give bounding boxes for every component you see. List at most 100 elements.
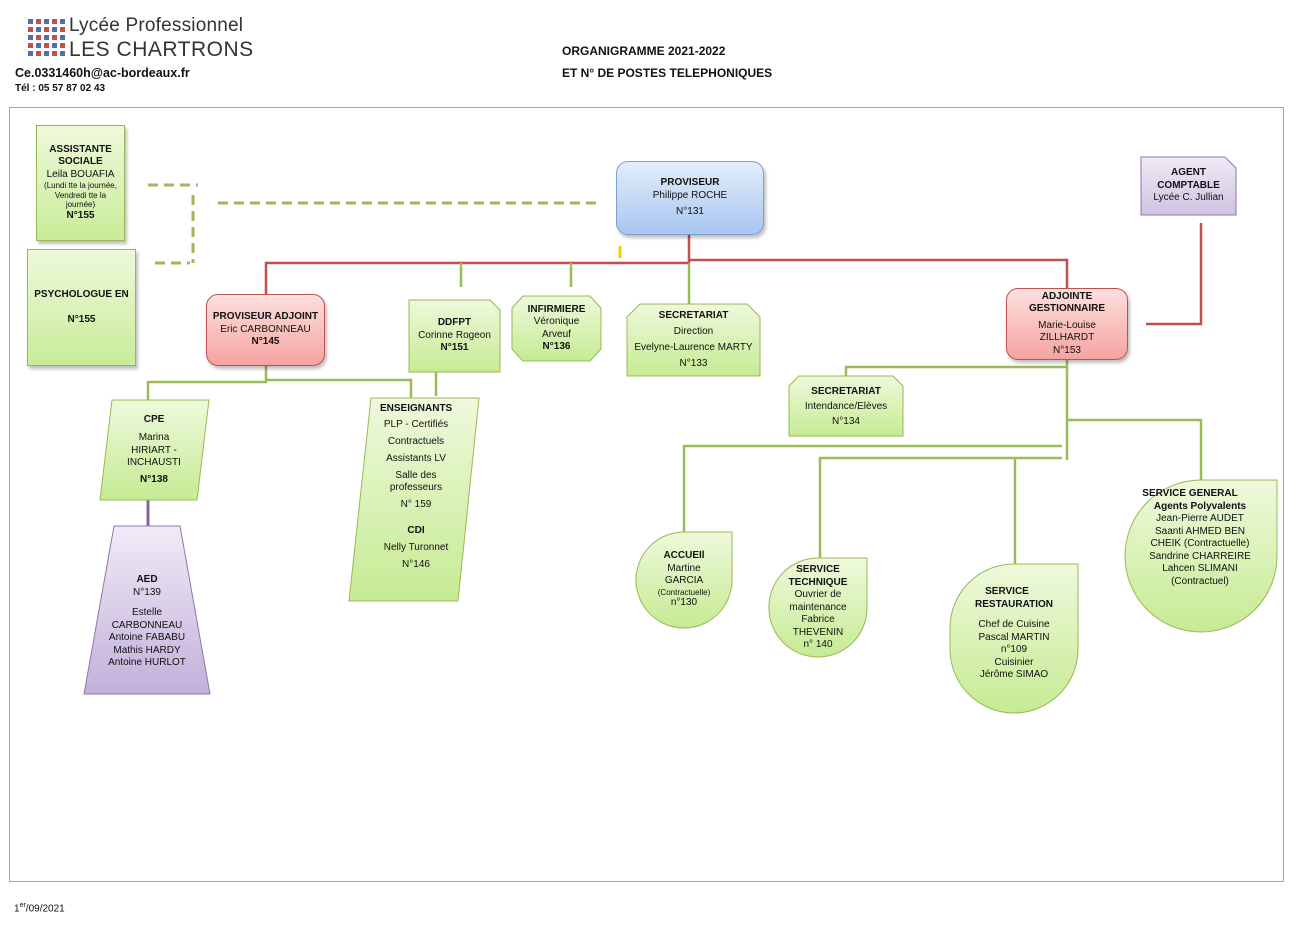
psychologue-title: PSYCHOLOGUE EN xyxy=(34,289,129,300)
aed-n3: Antoine FABABU xyxy=(108,632,186,643)
agent-name: Lycée C. Jullian xyxy=(1153,192,1224,204)
proviseur-name: Philippe ROCHE xyxy=(652,189,728,201)
restauration-phone: n°109 xyxy=(1000,644,1028,655)
node-agent-comptable: AGENT COMPTABLE Lycée C. Jullian xyxy=(1141,157,1236,215)
logo-mark xyxy=(28,19,65,57)
enseignants-l2: Contractuels xyxy=(387,436,445,447)
general-l5: Lahcen SLIMANI xyxy=(1162,563,1238,574)
infirmiere-name2: Arveuf xyxy=(542,328,571,340)
adjointe-title2: GESTIONNAIRE xyxy=(1028,303,1106,315)
infirmiere-name1: Véronique xyxy=(533,316,580,327)
email-address: Ce.0331460h@ac-bordeaux.fr xyxy=(15,66,190,80)
cpe-name3: INCHAUSTI xyxy=(127,457,181,469)
general-l1: Jean-Pierre AUDET xyxy=(1156,513,1244,524)
restauration-l4: Jérôme SIMAO xyxy=(979,669,1049,680)
cpe-shape xyxy=(99,399,210,501)
footer-date: 1er/09/2021 xyxy=(14,902,65,914)
cdi-name: Nelly Turonnet xyxy=(383,542,449,553)
psychologue-phone: N°155 xyxy=(67,313,96,325)
secretariat-shape xyxy=(626,303,761,377)
page-subtitle: ET N° DE POSTES TELEPHONIQUES xyxy=(562,66,773,80)
secretariat-phone: N°133 xyxy=(679,358,708,369)
assistante-note: (Lundi tte la journée, Vendredi tte la j… xyxy=(44,181,117,210)
aed-n2: CARBONNEAU xyxy=(111,619,183,631)
adjoint-phone: N°145 xyxy=(251,336,280,348)
secretariat-int-shape xyxy=(788,375,904,437)
adjointe-phone: N°153 xyxy=(1053,344,1081,356)
accueil-name1: Martine xyxy=(667,562,701,574)
agent-title1: AGENT xyxy=(1171,167,1206,179)
general-sub: Agents Polyvalents xyxy=(1153,500,1247,512)
adjoint-name: Eric CARBONNEAU xyxy=(220,323,311,335)
assistante-name: Leila BOUAFIA xyxy=(46,168,115,180)
technique-shape xyxy=(768,557,868,658)
date-rest: /09/2021 xyxy=(25,903,65,915)
proviseur-title: PROVISEUR xyxy=(660,177,720,189)
technique-l1: Ouvrier de xyxy=(794,589,842,601)
connector-general xyxy=(1067,418,1203,480)
aed-n1: Estelle xyxy=(131,607,162,618)
cdi-phone: N°146 xyxy=(402,559,430,570)
logo-line1: Lycée Professionnel xyxy=(69,15,244,36)
node-aed: AED N°139 Estelle CARBONNEAU Antoine FAB… xyxy=(94,570,200,680)
technique-l2: maintenance xyxy=(789,601,847,613)
connector-technique xyxy=(818,456,1062,558)
phone-number: Tél : 05 57 87 02 43 xyxy=(15,83,106,94)
enseignants-shape xyxy=(348,397,480,602)
secretariat-int-sub: Intendance/Elèves xyxy=(804,400,888,412)
ddfpt-shape xyxy=(408,299,501,373)
accueil-name2: GARCIA xyxy=(664,575,704,587)
general-title: SERVICE GENERAL xyxy=(1142,488,1238,499)
secretariat-int-phone: N°134 xyxy=(832,415,860,427)
agent-title2: COMPTABLE xyxy=(1157,179,1220,191)
restauration-l3: Cuisinier xyxy=(994,656,1034,668)
node-service-general: SERVICE GENERAL Agents Polyvalents Jean-… xyxy=(1130,488,1270,598)
enseignants-phone: N° 159 xyxy=(400,499,432,510)
node-ddfpt: DDFPT Corinne Rogeon N°151 xyxy=(409,300,500,372)
node-adjointe-gestionnaire: ADJOINTE GESTIONNAIRE Marie-Louise ZILLH… xyxy=(1006,288,1128,360)
node-secretariat-intendance: SECRETARIAT Intendance/Elèves N°134 xyxy=(789,376,903,436)
technique-title2: TECHNIQUE xyxy=(788,576,848,588)
accueil-note: (Contractuelle) xyxy=(657,587,711,597)
node-infirmiere: INFIRMIERE Véronique Arveuf N°136 xyxy=(512,296,601,361)
node-service-technique: SERVICE TECHNIQUE Ouvrier de maintenance… xyxy=(769,560,867,656)
accueil-phone: n°130 xyxy=(670,597,698,609)
accueil-title: ACCUEIl xyxy=(663,550,705,562)
connector-proviseur-left xyxy=(264,235,691,294)
connector-proviseur-right xyxy=(689,258,1069,288)
restauration-title1: SERVICE xyxy=(985,586,1029,597)
enseignants-l3: Assistants LV xyxy=(386,453,446,464)
general-l6: (Contractuel) xyxy=(1171,575,1229,587)
node-psychologue: PSYCHOLOGUE EN N°155 xyxy=(27,249,136,366)
general-l3: CHEIK (Contractuelle) xyxy=(1150,538,1250,549)
secretariat-title: SECRETARIAT xyxy=(658,310,729,321)
node-accueil: ACCUEIl Martine GARCIA (Contractuelle) n… xyxy=(636,540,732,620)
secretariat-name: Evelyne-Laurence MARTY xyxy=(634,342,753,353)
cpe-title: CPE xyxy=(143,413,165,425)
cpe-name1: Marina xyxy=(138,432,170,444)
general-shape xyxy=(1124,479,1278,633)
enseignants-l1: PLP - Certifiés xyxy=(383,419,449,430)
ddfpt-name: Corinne Rogeon xyxy=(418,329,491,341)
assistante-phone: N°155 xyxy=(66,209,95,221)
node-secretariat: SECRETARIAT Direction Evelyne-Laurence M… xyxy=(627,304,760,376)
page-title: ORGANIGRAMME 2021-2022 xyxy=(562,44,726,58)
ddfpt-title: DDFPT xyxy=(437,317,472,329)
proviseur-phone: N°131 xyxy=(676,206,704,218)
cpe-name2: HIRIART - xyxy=(131,444,177,456)
enseignants-title: ENSEIGNANTS xyxy=(380,403,453,414)
restauration-shape xyxy=(949,563,1079,714)
node-proviseur: PROVISEUR Philippe ROCHE N°131 xyxy=(616,161,764,235)
connector-enseignants xyxy=(266,378,413,398)
aed-title: AED xyxy=(136,574,158,585)
enseignants-l4: Salle des professeurs xyxy=(389,470,443,493)
node-cpe: CPE Marina HIRIART - INCHAUSTI N°138 xyxy=(104,400,204,500)
assistante-title: ASSISTANTE SOCIALE xyxy=(49,143,112,168)
technique-name2: THEVENIN xyxy=(792,626,844,638)
connector-cpe xyxy=(146,366,268,400)
date-day: 1 xyxy=(14,903,20,915)
infirmiere-shape xyxy=(511,295,602,362)
node-service-restauration: SERVICE RESTAURATION Chef de Cuisine Pas… xyxy=(956,586,1072,690)
